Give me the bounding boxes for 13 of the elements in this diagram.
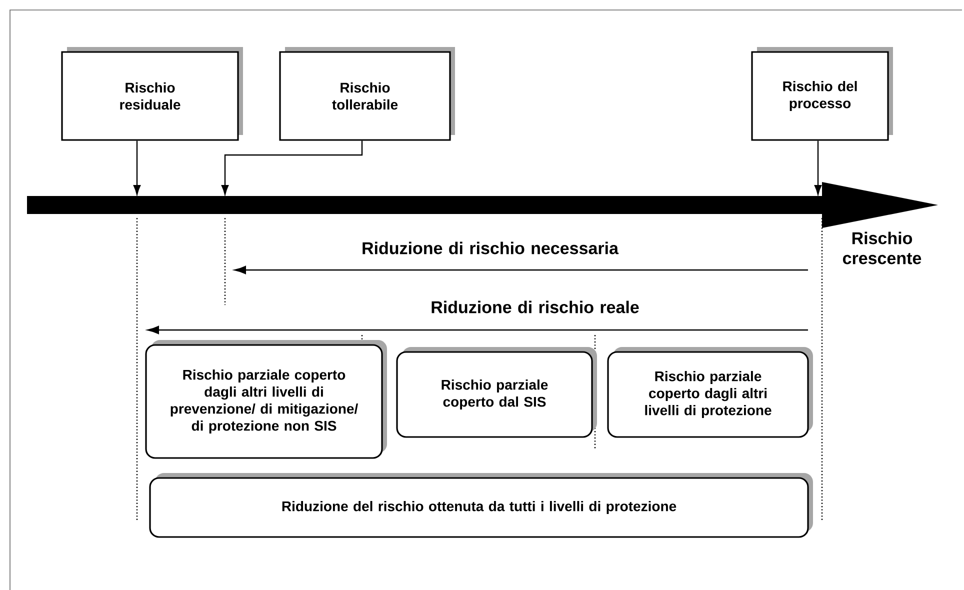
rounded-box: Rischio parziale coperto dagli altri livelli di protezione [607, 347, 813, 438]
risk-box: Rischio residuale [61, 47, 243, 141]
arrow [133, 140, 141, 195]
arrow [221, 140, 363, 195]
arrow [814, 140, 822, 195]
rounded-box: Rischio parziale coperto dal SIS [396, 347, 597, 438]
rounded-box: Rischio parziale coperto dagli altri livelli di prevenzione/ di mitigazione/ di protezione non SIS [145, 340, 387, 459]
rounded-box: Riduzione del rischio ottenuta da tutti i livelli di protezione [149, 473, 813, 538]
risk-box: Rischio del processo [751, 47, 893, 141]
label-text: Riduzione di rischio necessaria [362, 242, 619, 254]
label-text: Rischio crescente [842, 232, 922, 264]
risk-box: Rischio tollerabile [279, 47, 455, 141]
label-text: Riduzione di rischio reale [432, 300, 639, 314]
